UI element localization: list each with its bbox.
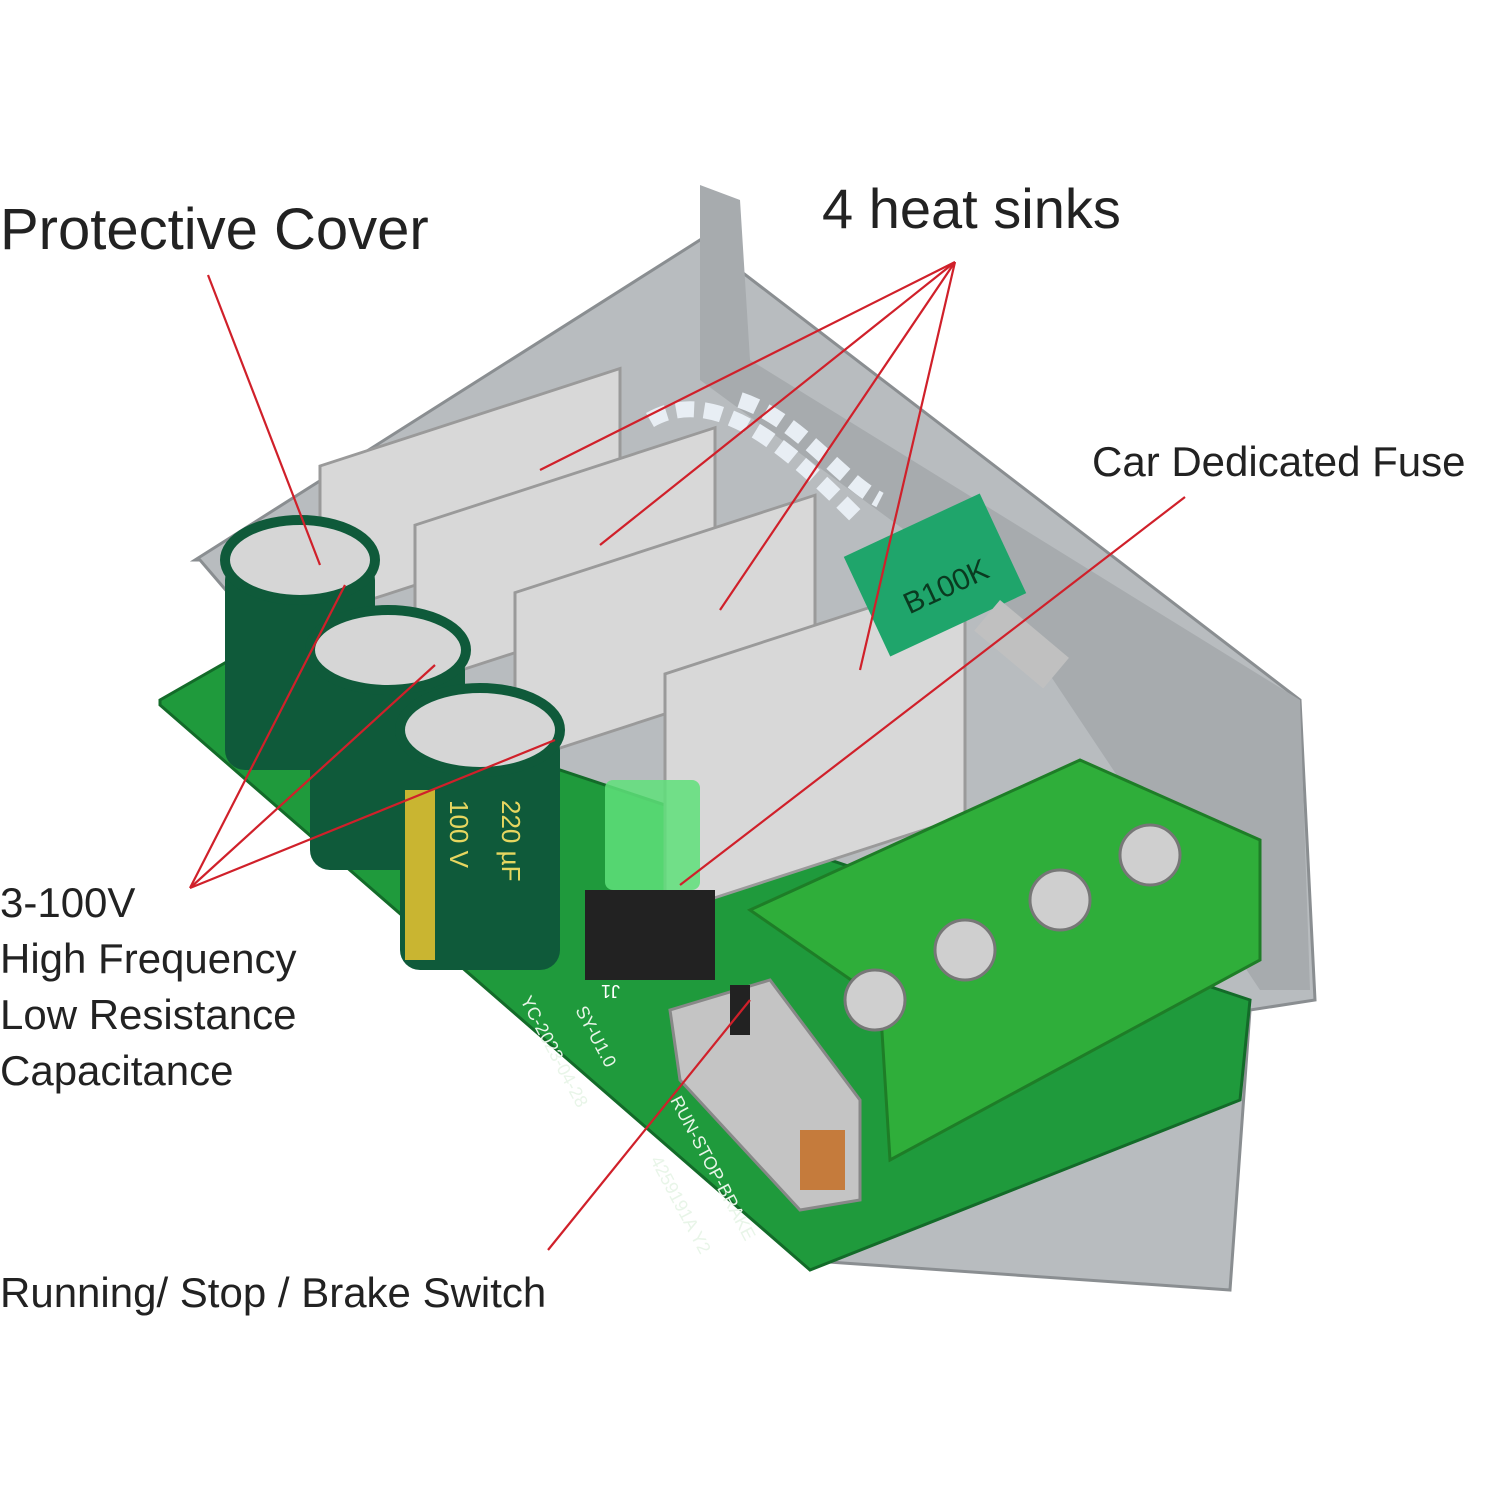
leader-heatsink-1 xyxy=(539,261,956,471)
connector-label: J1 xyxy=(601,981,620,1001)
leader-cap-1 xyxy=(189,584,346,889)
fuse-label: Car Dedicated Fuse xyxy=(1092,438,1466,485)
capacitance-line-3: Low Resistance xyxy=(0,991,297,1038)
fuse: J1 xyxy=(585,780,715,1001)
leader-heatsink-3 xyxy=(719,261,956,611)
leader-fuse xyxy=(679,496,1186,886)
capacitors: 220 µF 100 V xyxy=(220,515,565,970)
leader-cover xyxy=(206,274,322,566)
capacitance-line-4: Capacitance xyxy=(0,1047,234,1094)
leader-heatsink-4 xyxy=(858,261,957,671)
capacitance-label: 3-100V High Frequency Low Resistance Cap… xyxy=(0,875,296,1099)
leader-switch xyxy=(547,999,751,1251)
capacitor-value: 220 µF xyxy=(496,800,526,881)
switch-label: Running/ Stop / Brake Switch xyxy=(0,1269,547,1316)
leader-lines xyxy=(189,261,1186,1251)
capacitance-line-1: 3-100V xyxy=(0,879,136,926)
leader-cap-2 xyxy=(189,664,436,889)
leader-heatsink-2 xyxy=(599,261,956,546)
potentiometer: B100K xyxy=(843,493,1069,689)
wires xyxy=(646,392,884,526)
terminal-block xyxy=(746,758,1262,1163)
heat-sinks-label: 4 heat sinks xyxy=(822,177,1121,240)
capacitance-line-2: High Frequency xyxy=(0,935,297,982)
leader-cap-3 xyxy=(189,738,556,890)
run-stop-brake-switch xyxy=(668,978,862,1212)
capacitor-rating: 100 V xyxy=(444,800,474,869)
heat-sinks xyxy=(318,366,967,916)
protective-cover-label: Protective Cover xyxy=(0,197,429,262)
